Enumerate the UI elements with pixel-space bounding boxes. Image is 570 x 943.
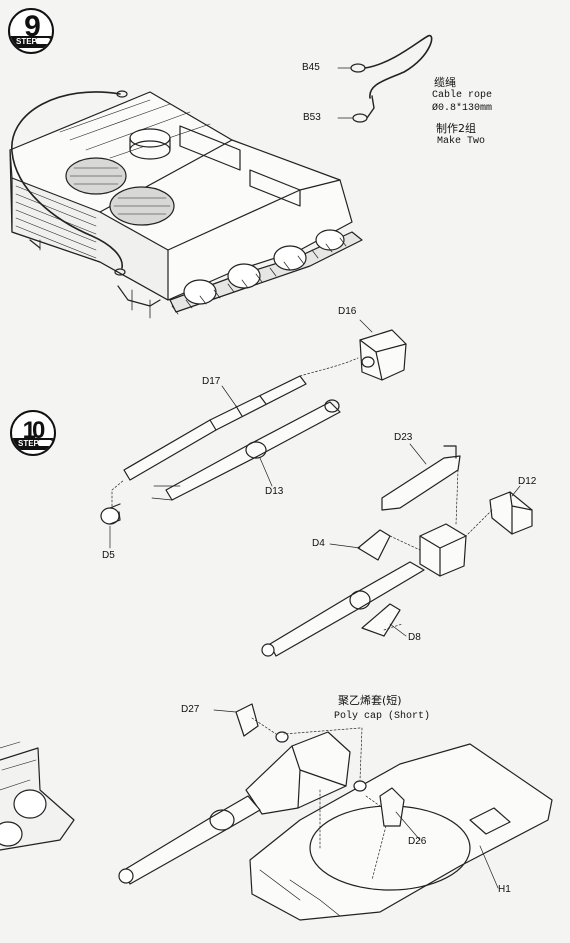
part-label-d13: D13 [265,486,284,497]
make-two-en: Make Two [437,136,486,147]
part-label-b53: B53 [303,112,321,123]
gun-barrel-drawing [100,329,407,525]
step-9-number: 9 [24,10,41,43]
part-label-d23: D23 [394,432,413,443]
leader-lines [109,319,521,889]
part-label-d12: D12 [518,476,537,487]
part-label-d5: D5 [102,550,115,561]
part-label-d16: D16 [338,306,357,317]
step-9-badge: 9 STEP [8,8,54,54]
part-label-d4: D4 [312,538,325,549]
make-two-cn: 制作2组 [436,122,476,135]
part-label-d26: D26 [408,836,427,847]
step-10-number: 10 [22,417,46,444]
step-10-word: STEP [18,439,39,448]
tank-icon [38,440,52,446]
poly-cap-cn: 聚乙烯套(短) [338,694,402,707]
step-9-word: STEP [16,37,37,46]
partial-hull-drawing [0,741,75,851]
step-10-badge: 10 STEP [10,410,56,456]
cable-rope-drawing [337,34,433,123]
part-label-d27: D27 [181,704,200,715]
tank-icon [36,38,50,44]
turret-drawing [118,703,553,921]
part-label-d8: D8 [408,632,421,643]
cable-rope-cn: 缆绳 [434,76,456,89]
part-label-d17: D17 [202,376,221,387]
breech-assembly-drawing [261,445,533,657]
cable-rope-spec: Ø0.8*130mm [432,103,493,114]
rear-hull-drawing [9,90,363,319]
cable-rope-en: Cable rope [432,90,493,101]
part-label-h1: H1 [498,884,511,895]
poly-cap-en: Poly cap (Short) [334,711,431,722]
part-label-b45: B45 [302,62,320,73]
